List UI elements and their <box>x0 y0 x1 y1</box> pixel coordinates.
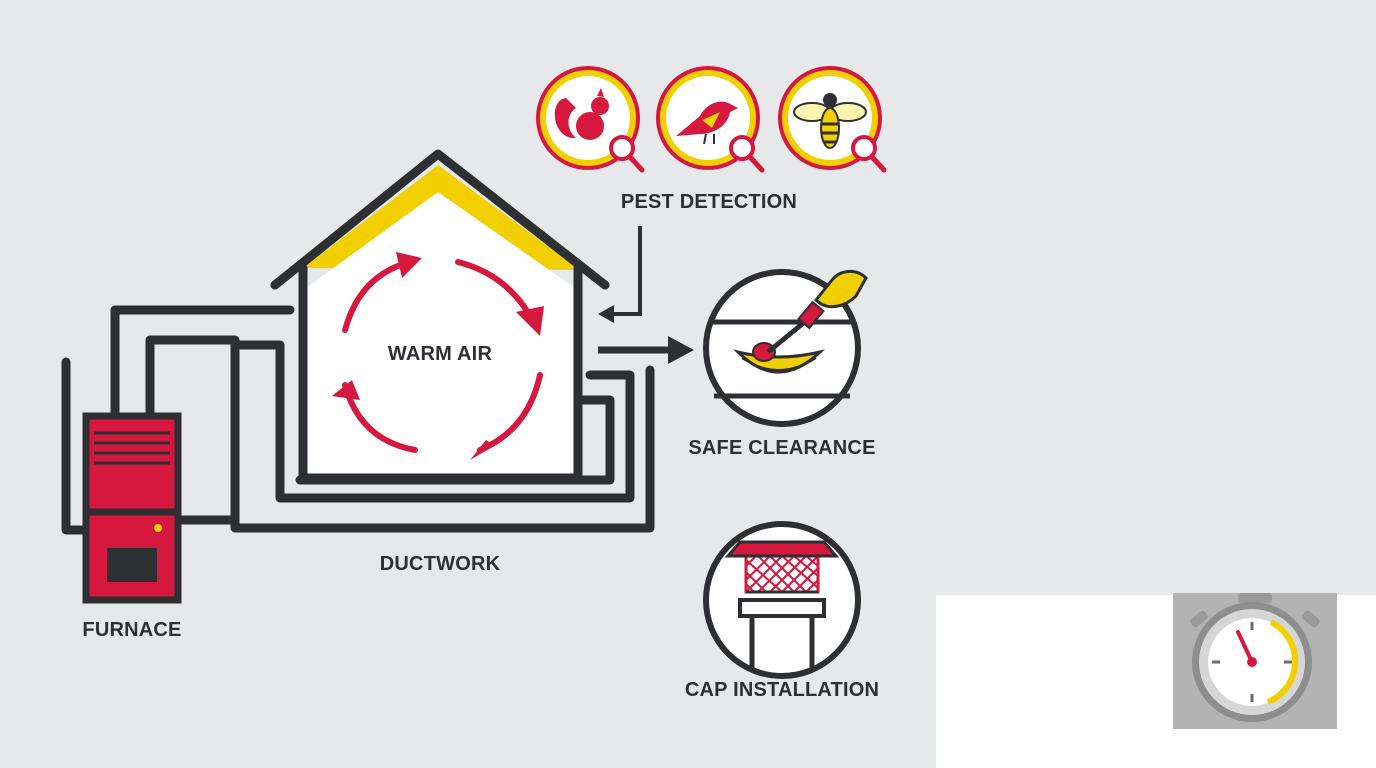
furnace-label: FURNACE <box>82 619 181 641</box>
house-body <box>303 192 578 475</box>
ductwork-pipes <box>61 305 655 535</box>
cap-installation-label: CAP INSTALLATION <box>685 679 879 701</box>
squirrel-icon <box>554 88 609 140</box>
furnace-indicator-light <box>154 524 162 532</box>
house <box>270 149 610 483</box>
furnace-burner-window <box>107 548 157 582</box>
warm-air-label: WARM AIR <box>388 343 493 365</box>
bird-detect-badge <box>656 66 765 173</box>
ductwork-label: DUCTWORK <box>380 553 501 575</box>
wasp-detect-badge <box>778 66 887 173</box>
bird-icon <box>676 101 738 145</box>
clearance-arrow <box>598 336 694 364</box>
furnace <box>82 412 182 604</box>
pest-connector-arrow <box>598 226 642 323</box>
house-outline <box>270 149 610 483</box>
squirrel-detect-badge <box>536 66 645 173</box>
safe-clearance-label: SAFE CLEARANCE <box>688 437 875 459</box>
stopwatch-icon <box>1190 593 1320 722</box>
warm-air-arrowheads <box>332 252 544 460</box>
chimney-cap-icon <box>703 521 861 679</box>
furnace-vents <box>94 431 170 465</box>
pest-detection-label: PEST DETECTION <box>621 191 797 213</box>
wasp-icon <box>793 93 867 149</box>
nest-removal-icon <box>703 269 868 427</box>
